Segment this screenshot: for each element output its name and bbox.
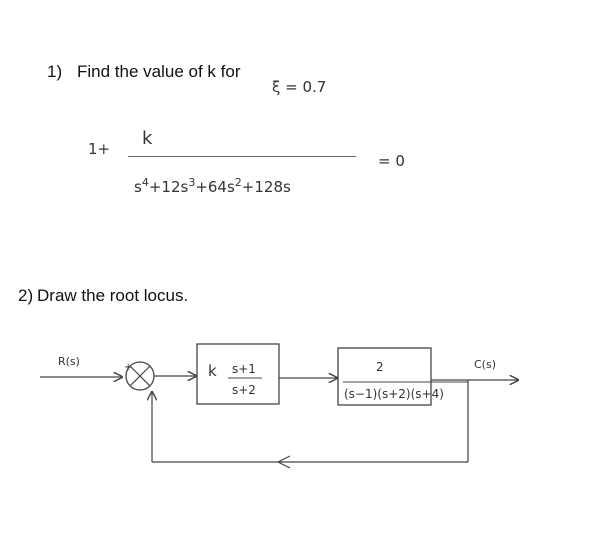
equation-lead: 1+	[88, 140, 111, 158]
output-label: C(s)	[474, 358, 496, 371]
input-label: R(s)	[58, 355, 80, 368]
feedback-arrow-icon	[276, 455, 291, 469]
question-2-prompt: Draw the root locus.	[37, 286, 189, 305]
den-term3-exp: 2	[234, 176, 242, 189]
den-term2-exp: 3	[188, 176, 196, 189]
plant-block	[337, 347, 432, 406]
question-1-number: 1)	[47, 62, 63, 81]
question-1-prompt: Find the value of k for	[77, 62, 241, 81]
controller-gain: k	[208, 362, 217, 380]
controller-numerator: s+1	[232, 362, 256, 376]
plant-numerator: 2	[376, 360, 384, 374]
den-term4: +128s	[241, 178, 291, 196]
question-2-number: 2)	[18, 286, 34, 305]
den-s4: s	[134, 178, 142, 196]
den-term2: +12s	[148, 178, 189, 196]
den-term3: +64s	[195, 178, 235, 196]
den-s4-exp: 4	[141, 176, 149, 189]
plant-denominator: (s−1)(s+2)(s+4)	[344, 387, 444, 401]
sum-plus-sign: +	[124, 362, 133, 373]
equation-denominator: s4+12s3+64s2+128s	[134, 176, 291, 196]
controller-denominator: s+2	[232, 383, 256, 397]
equation-rhs: = 0	[378, 152, 405, 170]
damping-ratio: ξ = 0.7	[272, 78, 327, 96]
equation-numerator: k	[142, 128, 153, 149]
sum-cross-2	[129, 365, 151, 387]
controller-block	[196, 343, 280, 405]
fraction-bar	[128, 156, 356, 157]
